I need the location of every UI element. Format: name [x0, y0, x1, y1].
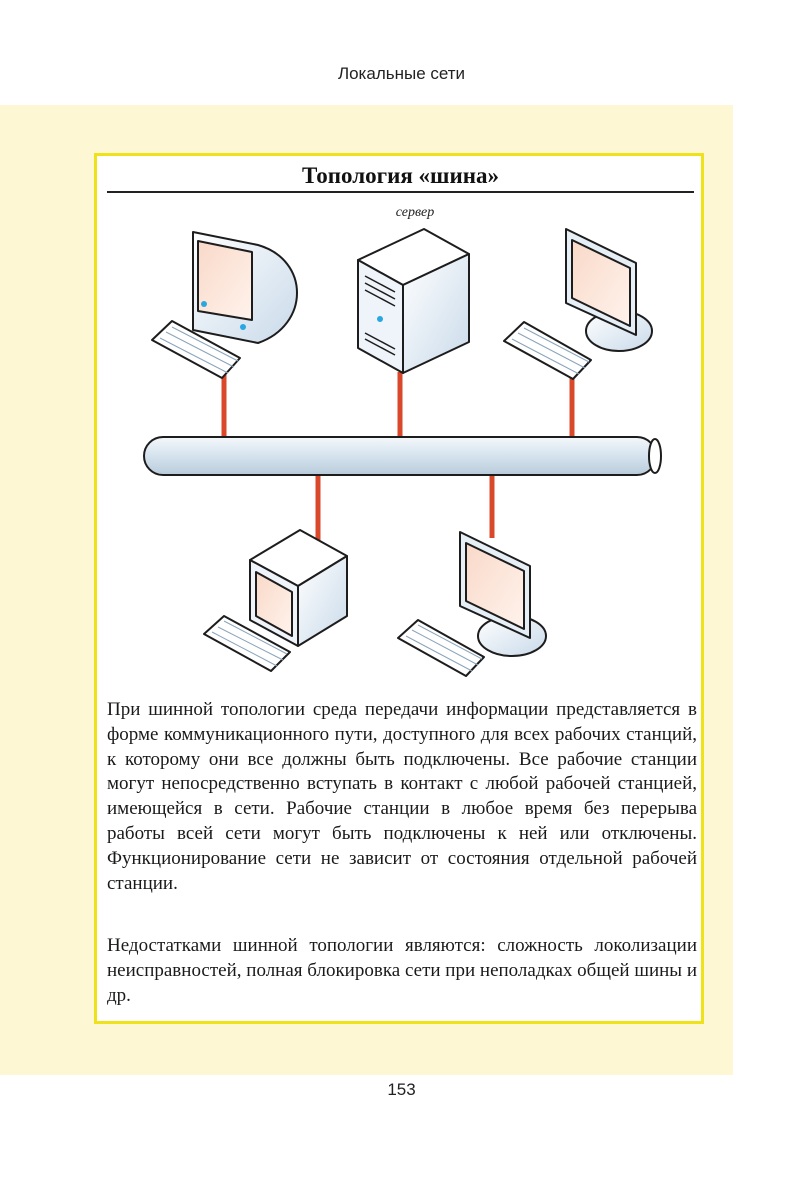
- figure-title: Топология «шина»: [302, 163, 499, 188]
- monitor-screen: [465, 542, 525, 630]
- keyboard: [151, 320, 241, 379]
- keyboard: [397, 619, 485, 677]
- body-paragraph-2: Недостатками шинной топологии являются: …: [107, 935, 697, 1006]
- body-paragraph-1: При шинной топологии среда передачи инфо…: [107, 699, 697, 894]
- server: [357, 228, 470, 374]
- keyboard: [203, 615, 291, 672]
- running-head: Локальные сети: [337, 64, 466, 83]
- workstation-1: [151, 231, 298, 379]
- monitor-screen: [197, 240, 253, 321]
- workstation-4: [203, 529, 348, 672]
- title-rule: [107, 191, 694, 193]
- bus-topology-diagram: сервер: [143, 205, 662, 677]
- connector-lines: [221, 372, 575, 547]
- monitor-screen: [255, 571, 293, 637]
- keyboard: [503, 321, 592, 380]
- server-label: сервер: [396, 205, 435, 220]
- page-number: 153: [387, 1080, 416, 1099]
- monitor-screen: [571, 239, 631, 327]
- bus-cable: [143, 436, 662, 476]
- workstation-5: [397, 531, 547, 677]
- workstation-3: [503, 228, 653, 380]
